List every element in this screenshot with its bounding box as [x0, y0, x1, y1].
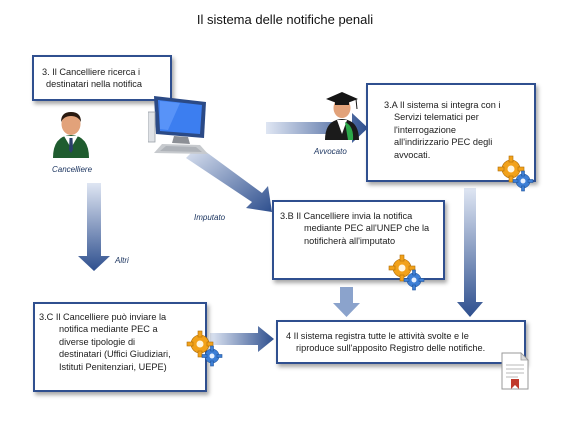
step-3-line: 3. Il Cancelliere ricerca i	[42, 67, 141, 77]
step-3a-line: 3.A Il sistema si integra con i	[384, 100, 501, 110]
diagram-title: Il sistema delle notifiche penali	[196, 12, 374, 27]
computer-icon	[148, 92, 214, 158]
gear-icon	[497, 155, 535, 193]
gear-icon	[186, 330, 224, 368]
step-3c-line: Istituti Penitenziari, UEPE)	[59, 361, 167, 372]
step-3c-line: diverse tipologie di	[59, 336, 136, 347]
step-3a-line: Servizi telematici per	[394, 112, 479, 123]
step-3a-line: l'interrogazione	[394, 124, 457, 135]
step-3a-line: all'indirizzario PEC degli	[394, 137, 493, 148]
lawyer-icon	[322, 90, 362, 140]
document-icon	[500, 352, 530, 390]
step-4-line: riproduce sull'apposito Registro delle n…	[296, 343, 486, 354]
arrow-to-3c	[78, 183, 110, 271]
step-4-box: 4 Il sistema registra tutte le attività …	[276, 320, 526, 364]
step-3c-line: notifica mediante PEC a	[59, 324, 158, 335]
arrow-3a-to-4	[457, 188, 483, 317]
step-3b-box: 3.B Il Cancelliere invia la notifica med…	[272, 200, 445, 280]
step-3b-line: 3.B Il Cancelliere invia la notifica	[280, 211, 413, 221]
step-3-box: 3. Il Cancelliere ricerca i destinatari …	[32, 55, 172, 101]
altri-label: Altri	[115, 256, 129, 265]
step-4-line: 4 Il sistema registra tutte le attività …	[286, 331, 469, 341]
gear-icon	[388, 254, 426, 292]
arrow-3b-to-4	[333, 287, 360, 317]
step-3b-line: mediante PEC all'UNEP che la	[304, 223, 430, 234]
step-3c-line: destinatari (Uffici Giudiziari,	[59, 349, 171, 360]
arrow-3c-to-4	[210, 326, 274, 352]
step-3c-box: 3.C Il Cancelliere può inviare la notifi…	[33, 302, 207, 392]
avvocato-label: Avvocato	[314, 147, 347, 156]
step-3c-line: 3.C Il Cancelliere può inviare la	[39, 312, 167, 322]
cancelliere-label: Cancelliere	[52, 165, 93, 174]
step-3b-line: notificherà all'imputato	[304, 235, 396, 246]
person-icon	[50, 108, 92, 158]
arrow-to-3a	[266, 113, 368, 143]
step-3-line: destinatari nella notifica	[46, 79, 143, 90]
imputato-label: Imputato	[194, 213, 226, 222]
arrow-to-3b	[186, 146, 272, 212]
step-3a-line: avvocati.	[394, 149, 431, 160]
